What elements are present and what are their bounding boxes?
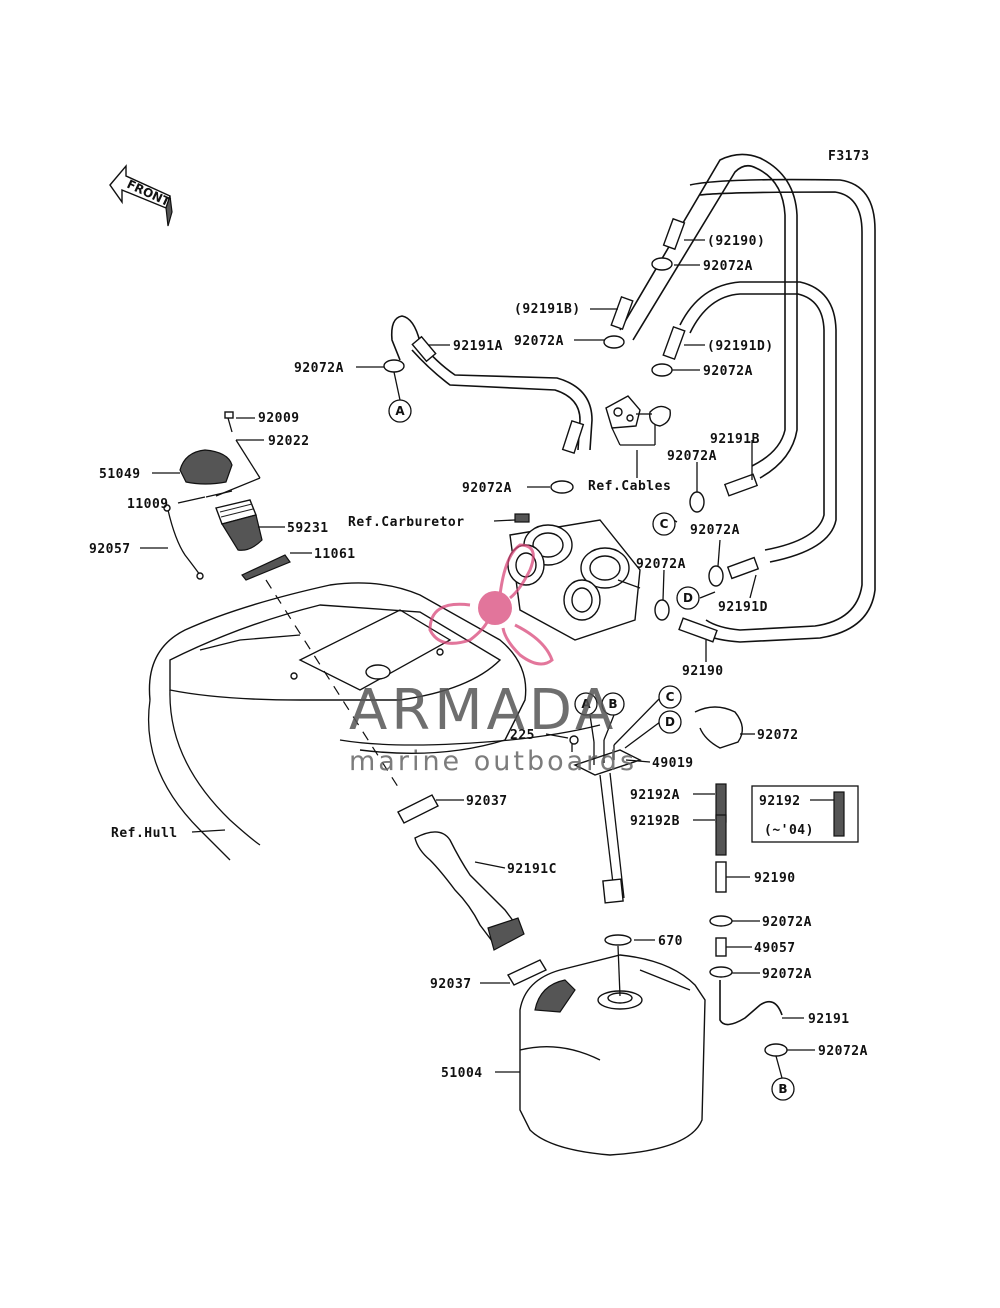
label-92190-top: (92190) — [707, 234, 765, 249]
propeller-logo-icon — [428, 543, 554, 666]
part-labels: (92190) 92072A (92191B) 92072A (92191D) … — [89, 234, 868, 1081]
watermark-subtitle: marine outboards — [349, 746, 637, 777]
label-59231: 59231 — [287, 521, 329, 536]
label-92009: 92009 — [258, 411, 300, 426]
connector-d-pickup-label: D — [665, 715, 675, 729]
label-51049: 51049 — [99, 467, 141, 482]
label-92192: 92192 — [759, 794, 801, 809]
label-92072a-4: 92072A — [294, 361, 344, 376]
connector-c-top — [652, 512, 676, 536]
label-92192b: 92192B — [630, 814, 680, 829]
label-11061: 11061 — [314, 547, 356, 562]
label-92072: 92072 — [757, 728, 799, 743]
fuel-tank — [519, 934, 706, 1156]
label-92057: 92057 — [89, 542, 131, 557]
fuel-pickup — [569, 735, 642, 904]
label-ref-cables: Ref.Cables — [588, 479, 671, 494]
connector-b-pickup — [601, 692, 625, 716]
connector-tags: A C D A B C D B — [388, 399, 795, 1101]
connector-a-pickup — [574, 692, 598, 716]
label-92037-1: 92037 — [466, 794, 508, 809]
connector-d-pickup — [658, 710, 682, 734]
label-92191c: 92191C — [507, 862, 557, 877]
connector-b-bottom — [771, 1077, 795, 1101]
label-225: 225 — [510, 728, 535, 743]
connector-c-pickup — [658, 685, 682, 709]
label-92072a-10: 92072A — [762, 967, 812, 982]
connector-c-pickup-label: C — [666, 690, 675, 704]
label-92072a-9: 92072A — [762, 915, 812, 930]
label-670: 670 — [658, 934, 683, 949]
connector-d-top — [676, 586, 700, 610]
label-92190-mid: 92190 — [682, 664, 724, 679]
front-arrow-icon: FRONT — [109, 164, 173, 227]
filler-hose — [397, 794, 547, 986]
label-92072a-6: 92072A — [462, 481, 512, 496]
connector-d-top-label: D — [683, 591, 693, 605]
filler-cap — [163, 411, 401, 791]
fuel-line-stack — [694, 706, 859, 1057]
label-92190-low: 92190 — [754, 871, 796, 886]
tube-parts — [411, 217, 760, 643]
label-92072a-8: 92072A — [636, 557, 686, 572]
label-92191d: 92191D — [718, 600, 768, 615]
label-92072a-11: 92072A — [818, 1044, 868, 1059]
connector-a-top-label: A — [395, 404, 405, 418]
watermark-title: ARMADA — [349, 678, 617, 743]
cable-bracket — [605, 395, 671, 429]
connector-a-pickup-label: A — [581, 697, 591, 711]
watermark: ARMADA marine outboards — [349, 543, 637, 777]
label-49057: 49057 — [754, 941, 796, 956]
label-11009: 11009 — [127, 497, 169, 512]
label-ref-hull: Ref.Hull — [111, 826, 178, 841]
label-92191b: 92191B — [710, 432, 760, 447]
connector-b-bottom-label: B — [778, 1082, 787, 1096]
leader-lines — [140, 239, 834, 1079]
label-92072a-2: 92072A — [514, 334, 564, 349]
label-92072a-5: 92072A — [667, 449, 717, 464]
label-92072a-7: 92072A — [690, 523, 740, 538]
label-49019: 49019 — [652, 756, 694, 771]
label-ref-carburetor: Ref.Carburetor — [348, 515, 465, 530]
vent-hoses — [390, 153, 876, 643]
connector-c-top-label: C — [660, 517, 669, 531]
carburetor — [507, 513, 641, 641]
connector-b-pickup-label: B — [608, 697, 617, 711]
label-92192-note: (~'04) — [764, 823, 814, 838]
label-92037-2: 92037 — [430, 977, 472, 992]
label-92072a-1: 92072A — [703, 259, 753, 274]
label-92072a-3: 92072A — [703, 364, 753, 379]
label-92191: 92191 — [808, 1012, 850, 1027]
label-92192a: 92192A — [630, 788, 680, 803]
label-92191d-paren: (92191D) — [707, 339, 774, 354]
figure-code: F3173 — [828, 149, 870, 164]
label-92191b-paren: (92191B) — [514, 302, 581, 317]
label-51004: 51004 — [441, 1066, 483, 1081]
connector-a-top — [388, 399, 412, 423]
label-92191a: 92191A — [453, 339, 503, 354]
label-92022: 92022 — [268, 434, 310, 449]
